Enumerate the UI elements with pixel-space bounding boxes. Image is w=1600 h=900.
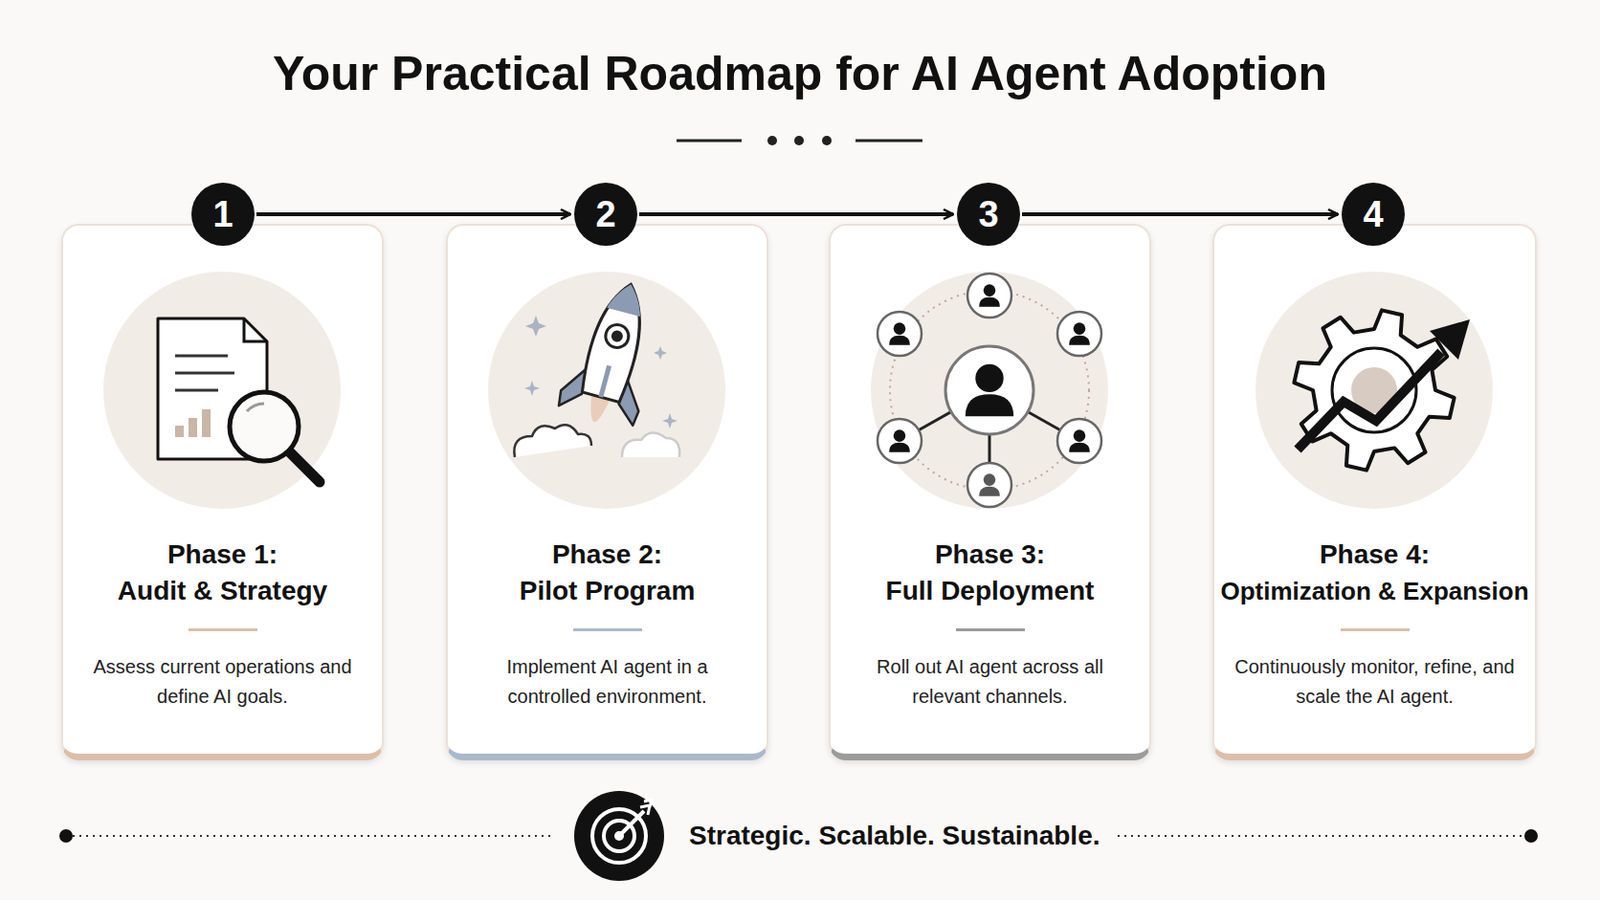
step-arrow (639, 212, 954, 217)
title: Your Practical Roadmap for AI Agent Adop… (0, 40, 1600, 108)
phase-heading: Phase 4: (1220, 536, 1530, 574)
icon-disc (103, 271, 1493, 510)
heading-rule (955, 628, 1025, 632)
phase-heading: Phase 1: (68, 536, 377, 574)
step-number: 2 (574, 182, 638, 246)
phase-card: Phase 1:Audit & StrategyAssess current o… (61, 223, 384, 761)
phase-card: Phase 3:Full DeploymentRoll out AI agent… (828, 223, 1152, 761)
phase-heading: Phase 3: (836, 536, 1144, 574)
title-ornament (676, 135, 923, 146)
deployment-icon (877, 273, 1102, 508)
heading-rule (1340, 628, 1410, 632)
phase-description: Assess current operations and define AI … (68, 652, 377, 712)
heading-rule (188, 628, 258, 632)
phase-description: Implement AI agent in a controlled envir… (453, 652, 761, 712)
step-arrow (256, 212, 571, 217)
step-number-text: 4 (1362, 195, 1383, 234)
phase-heading: Optimization & Expansion (1220, 573, 1530, 610)
phase-card: Phase 4:Optimization & ExpansionContinuo… (1212, 223, 1537, 761)
step-number-text: 2 (595, 195, 616, 234)
pilot-icon (513, 273, 680, 458)
phase-description: Roll out AI agent across all relevant ch… (836, 652, 1144, 712)
optimization-icon (1293, 310, 1470, 470)
phase-heading: Phase 2: (453, 536, 761, 574)
card-ground (61, 223, 1537, 761)
step-arrow (1022, 212, 1338, 217)
tagline: Strategic. Scalable. Sustainable. (683, 819, 1107, 854)
phase-heading: Audit & Strategy (68, 573, 377, 610)
step-number: 4 (1341, 182, 1405, 246)
step-number: 1 (191, 182, 255, 246)
phase-heading: Pilot Program (453, 573, 761, 610)
step-number-text: 1 (212, 195, 233, 234)
phase-description: Continuously monitor, refine, and scale … (1220, 652, 1530, 712)
target-icon (574, 791, 665, 882)
audit-icon (157, 318, 320, 483)
phase-heading: Full Deployment (836, 573, 1144, 610)
step-number: 3 (956, 182, 1021, 246)
step-number-text: 3 (977, 195, 999, 234)
phase-card: Phase 2:Pilot ProgramImplement AI agent … (445, 223, 769, 761)
heading-rule (573, 628, 643, 632)
